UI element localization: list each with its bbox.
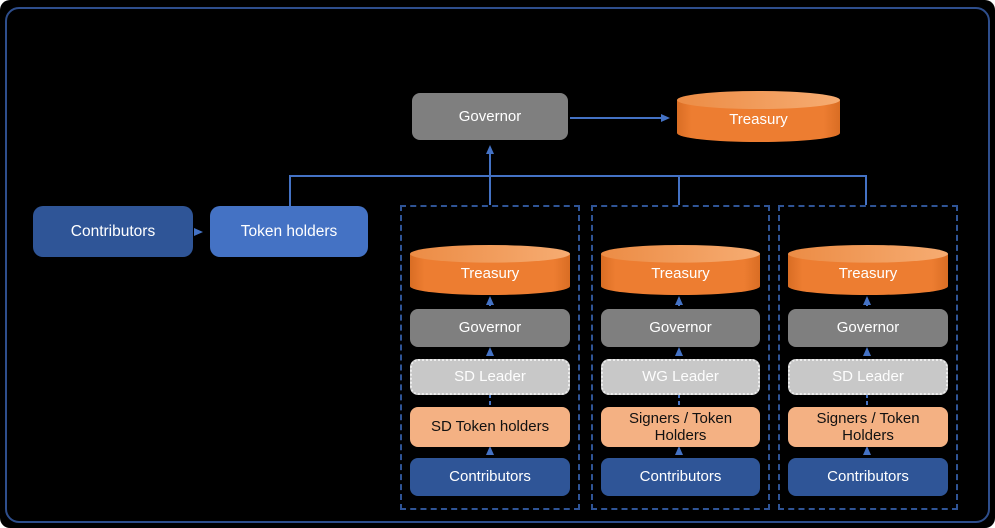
cylinder-shape [677, 91, 840, 142]
subdao3-leader-box: SD Leader [788, 359, 948, 395]
subdao2-contributors-label: Contributors [639, 468, 722, 486]
subdao1-leader-label: SD Leader [454, 368, 526, 386]
cylinder-shape [410, 245, 570, 296]
outer-border-frame [5, 7, 990, 523]
subdao1-contributors-label: Contributors [449, 468, 531, 486]
subdao3-contributors-label: Contributors [827, 468, 909, 486]
subdao2-holders-box: Signers / Token Holders [601, 407, 760, 447]
contributors-box: Contributors [33, 206, 193, 257]
subdao-column-2: Treasury Governor WG Leader Signers / To… [591, 205, 770, 510]
contributors-label: Contributors [70, 222, 156, 240]
subdao2-contributors-box: Contributors [601, 458, 760, 496]
subdao2-holders-label: Signers / Token Holders [628, 409, 733, 444]
subdao2-leader-label: WG Leader [642, 368, 719, 386]
subdao3-holders-label: Signers / Token Holders [816, 409, 920, 444]
subdao2-treasury-cylinder: Treasury [601, 245, 760, 296]
top-governor-box: Governor [412, 93, 568, 140]
subdao-column-3: Treasury Governor SD Leader Signers / To… [778, 205, 958, 510]
subdao1-contributors-box: Contributors [410, 458, 570, 496]
subdao3-governor-box: Governor [788, 309, 948, 347]
cylinder-shape [601, 245, 760, 296]
subdao2-governor-box: Governor [601, 309, 760, 347]
subdao2-leader-box: WG Leader [601, 359, 760, 395]
token-holders-box: Token holders [210, 206, 368, 257]
subdao3-treasury-label: Treasury [838, 264, 898, 282]
subdao3-governor-label: Governor [836, 319, 900, 337]
subdao1-leader-box: SD Leader [410, 359, 570, 395]
subdao1-holders-box: SD Token holders [410, 407, 570, 447]
subdao-column-1: Treasury Governor SD Leader SD Token hol… [400, 205, 580, 510]
subdao2-governor-label: Governor [649, 319, 712, 337]
subdao2-treasury-label: Treasury [651, 264, 710, 282]
subdao1-governor-box: Governor [410, 309, 570, 347]
subdao3-treasury-cylinder: Treasury [788, 245, 948, 296]
top-treasury-label: Treasury [729, 111, 788, 128]
token-holders-label: Token holders [240, 222, 338, 240]
top-treasury-cylinder: Treasury [677, 91, 840, 143]
cylinder-shape [788, 245, 948, 296]
subdao3-contributors-box: Contributors [788, 458, 948, 496]
top-governor-label: Governor [458, 107, 522, 125]
subdao1-treasury-cylinder: Treasury [410, 245, 570, 296]
subdao1-governor-label: Governor [458, 319, 522, 337]
subdao3-leader-label: SD Leader [832, 368, 904, 386]
subdao3-holders-box: Signers / Token Holders [788, 407, 948, 447]
subdao1-treasury-label: Treasury [460, 264, 520, 282]
subdao1-holders-label: SD Token holders [430, 418, 550, 436]
